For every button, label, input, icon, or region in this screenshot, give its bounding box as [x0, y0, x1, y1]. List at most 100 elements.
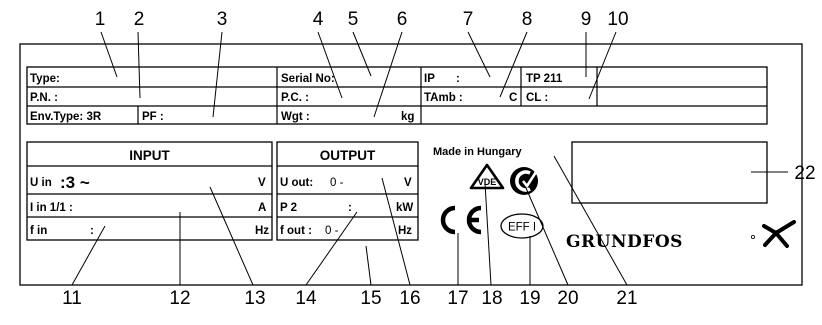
env-type-label: Env.Type: 3R [30, 111, 102, 123]
ce-mark-icon: CE [440, 205, 482, 235]
pn-label: P.N. : [30, 92, 58, 104]
serial-no-label: Serial No: [281, 73, 335, 85]
fin-unit: Hz [255, 225, 269, 237]
callout-15: 15 [360, 288, 381, 309]
leader-21 [553, 155, 628, 286]
uout-unit: V [404, 177, 412, 189]
pf-label: PF : [142, 111, 164, 123]
leader-lines [71, 31, 788, 286]
fout-unit: Hz [398, 225, 412, 237]
p2-unit: kW [396, 202, 413, 214]
callout-1: 1 [95, 9, 106, 30]
input-header: INPUT [129, 148, 170, 163]
callout-12: 12 [169, 288, 190, 309]
output-header: OUTPUT [320, 148, 376, 163]
leader-2 [137, 31, 141, 99]
type-label: Type: [30, 73, 60, 85]
fin-label: f in [30, 225, 47, 237]
plate-border [19, 43, 803, 286]
vde-text: VDE [478, 177, 497, 187]
ip-label: IP [424, 73, 435, 85]
callout-11: 11 [62, 288, 82, 309]
weight-unit: kg [401, 111, 414, 123]
cl-label: CL : [526, 92, 548, 104]
leader-3 [212, 31, 223, 118]
leader-14 [305, 211, 358, 286]
leader-4 [317, 31, 343, 99]
callout-13: 13 [244, 288, 265, 309]
callout-5: 5 [348, 9, 359, 30]
fout-value: 0 - [325, 225, 339, 237]
vde-mark-icon: VDE [469, 163, 505, 190]
leader-13 [209, 186, 254, 286]
output-table: OUTPUT U out: 0 - V P 2 : kW f out : 0 -… [276, 141, 419, 241]
leader-20 [525, 187, 569, 286]
tamb-unit: C [509, 92, 517, 104]
grundfos-wordmark: GRUNDFOS [566, 232, 683, 252]
fin-colon: : [90, 225, 94, 237]
input-table: INPUT U in :3 ~ V I in 1/1 : A f in : Hz [26, 141, 273, 241]
tp-label: TP 211 [526, 73, 563, 85]
leader-1 [100, 31, 118, 78]
callout-14: 14 [295, 288, 317, 309]
fout-label: f out : [280, 225, 312, 237]
callout-9: 9 [581, 9, 592, 30]
info-grid-frame [26, 66, 768, 125]
uout-value: 0 - [330, 177, 344, 189]
callout-10: 10 [607, 9, 628, 30]
output-table-frame [276, 141, 419, 241]
eff-mark-icon: EFF I [500, 213, 544, 239]
callout-2: 2 [134, 9, 145, 30]
leader-7 [467, 31, 491, 78]
registered-mark [751, 234, 756, 239]
iin-unit: A [258, 202, 266, 214]
leader-10 [588, 31, 617, 100]
ce-e [466, 205, 482, 235]
uin-unit: V [258, 177, 266, 189]
callout-16: 16 [399, 288, 420, 309]
uin-label: U in [30, 177, 52, 189]
p2-colon: : [348, 202, 352, 214]
leader-6 [373, 31, 403, 118]
leader-8 [499, 31, 528, 98]
leader-15 [365, 245, 372, 286]
eff-text: EFF I [508, 222, 536, 234]
leader-16 [381, 177, 411, 286]
callout-6: 6 [397, 9, 408, 30]
c-tick-c [515, 170, 531, 192]
pc-label: P.C. : [281, 92, 309, 104]
callout-4: 4 [313, 9, 324, 30]
input-table-frame [26, 141, 273, 241]
c-tick-check [521, 171, 538, 189]
iin-label: I in 1/1 : [30, 202, 73, 214]
callout-3: 3 [217, 9, 228, 30]
c-tick-mark-icon [510, 167, 538, 195]
callout-19: 19 [519, 288, 540, 309]
leader-5 [352, 31, 372, 77]
ip-colon: : [456, 73, 460, 85]
grundfos-symbol-icon [762, 220, 796, 248]
serial-sticker-box [571, 141, 768, 204]
callout-18: 18 [481, 288, 502, 309]
uout-label: U out: [280, 177, 313, 189]
callout-7: 7 [463, 9, 474, 30]
uin-value: :3 ~ [60, 173, 90, 192]
info-grid: Type: P.N. : Env.Type: 3R PF : Serial No… [26, 66, 768, 125]
callout-17: 17 [447, 288, 468, 309]
callout-20: 20 [557, 288, 578, 309]
callout-21: 21 [616, 288, 637, 309]
vde-triangle [469, 163, 505, 190]
weight-label: Wgt : [281, 111, 310, 123]
p2-label: P 2 [280, 202, 297, 214]
callout-numbers: 1 2 3 4 5 6 7 8 9 10 11 12 13 14 15 16 1… [62, 9, 815, 309]
tamb-label: TAmb : [424, 92, 463, 104]
eff-ellipse [500, 213, 544, 239]
grundfos-logo: GRUNDFOS [566, 220, 796, 252]
made-in-label: Made in Hungary [433, 146, 523, 158]
ce-c [440, 205, 456, 235]
callout-22: 22 [794, 163, 815, 184]
callout-8: 8 [522, 9, 533, 30]
leader-18 [484, 182, 492, 286]
